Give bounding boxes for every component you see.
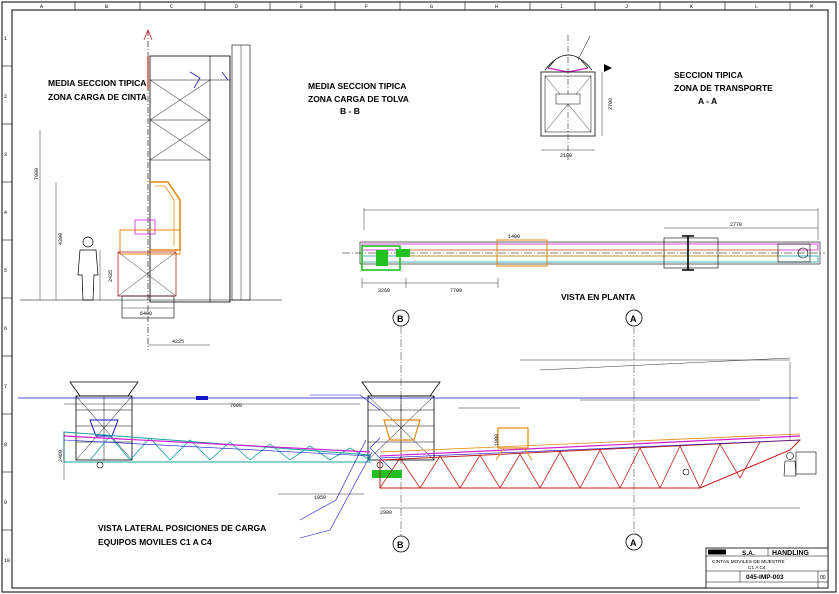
view-title: VISTA EN PLANTA: [561, 292, 635, 302]
dim-label: 2700: [608, 98, 614, 110]
grid-number: 9: [4, 500, 7, 506]
grid-letter: C: [170, 4, 173, 10]
dim-label: 4300: [58, 233, 64, 245]
view-title: ZONA CARGA DE TOLVA: [308, 94, 409, 104]
dim-label: 1480: [508, 234, 520, 240]
grid-letter: K: [690, 4, 693, 10]
dim-label: 6400: [140, 311, 152, 317]
view-plan: 3260 7700 2770 1480 VISTA EN PLANTA: [342, 208, 825, 302]
view-section-transporte: SECCION TIPICA ZONA DE TRANSPORTE A - A …: [540, 35, 773, 160]
view-title: ZONA CARGA DE CINTA: [48, 92, 147, 102]
drawing-description: CINTAS MOVILES DE MUESTRE: [712, 559, 785, 565]
view-title: MEDIA SECCION TIPICA: [308, 81, 406, 91]
dim-label: 7700: [450, 288, 462, 294]
marker-letter: A: [630, 314, 637, 324]
view-title: VISTA LATERAL POSICIONES DE CARGA: [98, 523, 266, 533]
marker-letter: A: [630, 538, 637, 548]
dim-label: 1950: [314, 495, 326, 501]
grid-number: 4: [4, 210, 7, 216]
brand-name: HANDLING: [772, 550, 809, 557]
dim-label: 2900: [380, 510, 392, 516]
grid-letter: A: [40, 4, 43, 10]
marker-letter: B: [397, 540, 404, 550]
dim-label: 2100: [560, 153, 572, 159]
dim-label: 2770: [730, 222, 742, 228]
grid-letter: D: [235, 4, 238, 10]
view-title: A - A: [698, 96, 717, 106]
view-section-cinta: MEDIA SECCION TIPICA ZONA CARGA DE CINTA: [20, 28, 282, 350]
section-marker-b-bottom: B: [392, 535, 410, 553]
grid-letter: B: [105, 4, 108, 10]
grid-letter: G: [430, 4, 433, 10]
view-title: SECCION TIPICA: [674, 70, 743, 80]
view-title: MEDIA SECCION TIPICA: [48, 78, 146, 88]
grid-letter: F: [365, 4, 368, 10]
dim-label: 2435: [108, 270, 114, 282]
grid-number: 6: [4, 326, 7, 332]
grid-number: 2: [4, 94, 7, 100]
revision: 00: [820, 575, 826, 581]
grid-number: 8: [4, 442, 7, 448]
view-title: B - B: [340, 106, 360, 116]
grid-number: 3: [4, 152, 7, 158]
section-marker-b-top: B: [392, 309, 410, 327]
marker-letter: B: [397, 314, 404, 324]
view-title: ZONA DE TRANSPORTE: [674, 83, 773, 93]
dim-label: 4225: [172, 339, 184, 345]
grid-numbers-side: 1 2 3 4 5 6 7 8 9 10: [4, 36, 10, 564]
grid-letters-top: A B C D E F G H I J K L M: [40, 4, 813, 10]
drawing-number: 045-IMP-003: [746, 574, 784, 581]
view-title: EQUIPOS MOVILES C1 A C4: [98, 537, 212, 547]
grid-letter: H: [495, 4, 498, 10]
grid-letter: J: [625, 4, 628, 10]
view-side: 7600 1950 2900 2460 1800: [18, 357, 817, 539]
grid-letter: I: [560, 4, 563, 10]
grid-number: 5: [4, 268, 7, 274]
dim-label: 2460: [58, 450, 64, 462]
dim-label: 3260: [378, 288, 390, 294]
grid-letter: M: [810, 4, 813, 10]
grid-letter: E: [300, 4, 303, 10]
view-section-tolva-title: MEDIA SECCION TIPICA ZONA CARGA DE TOLVA…: [308, 81, 409, 116]
grid-letter: L: [755, 4, 758, 10]
inner-border: [11, 9, 829, 589]
section-marker-a-bottom: A: [625, 533, 643, 551]
grid-number: 1: [4, 36, 7, 42]
drawing-description: C1 A C4: [748, 565, 766, 571]
grid-number: 10: [4, 558, 10, 564]
grid-number: 7: [4, 384, 7, 390]
dim-label: 1800: [494, 434, 500, 446]
grid-ticks: [2, 2, 791, 531]
company-name: S.A.: [742, 550, 755, 557]
title-block: S.A. HANDLING CINTAS MOVILES DE MUESTRE …: [705, 547, 829, 589]
section-marker-a-top: A: [625, 309, 643, 327]
dim-label: 7600: [230, 403, 242, 409]
dim-label: 7900: [34, 168, 40, 180]
